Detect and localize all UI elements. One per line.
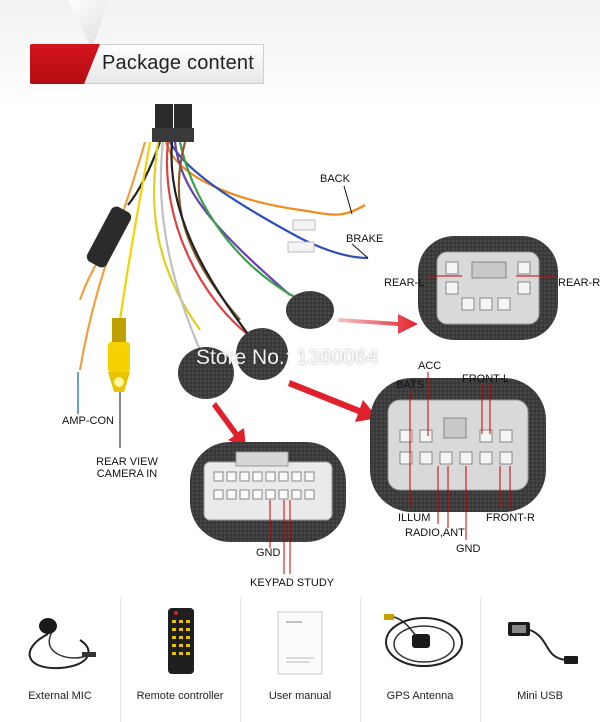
label-rear-view-line1: REAR VIEW — [96, 456, 158, 468]
accessory-remote: Remote controller — [120, 598, 240, 722]
accessory-divider — [360, 598, 361, 722]
accessory-mini-usb: Mini USB — [480, 598, 600, 722]
label-rear-r: REAR-R — [558, 277, 600, 289]
keypad-connector — [190, 442, 346, 574]
remote-icon — [168, 608, 194, 674]
accessory-divider — [240, 598, 241, 722]
usb-cable-icon — [508, 622, 578, 664]
accessory-label: User manual — [268, 690, 332, 702]
accessories-strip: External MIC Remote controller — [0, 598, 600, 722]
accessory-divider — [480, 598, 481, 722]
arrow-to-keypad-connector — [212, 402, 246, 448]
header-title-plate — [84, 44, 264, 84]
label-radio-ant: RADIO,ANT — [405, 527, 465, 539]
label-keypad-study: KEYPAD STUDY — [250, 577, 335, 589]
main-plug-foam — [236, 328, 288, 380]
page-title: Package content — [102, 52, 254, 74]
main-power-connector — [370, 372, 546, 540]
label-illum: ILLUM — [398, 512, 431, 524]
label-back: BACK — [320, 173, 350, 185]
accessory-user-manual: User manual — [240, 598, 360, 722]
label-amp-con: AMP-CON — [62, 415, 114, 427]
microphone-icon — [28, 618, 96, 670]
label-rear-view-line2: CAMERA IN — [96, 468, 158, 480]
accessory-external-mic: External MIC — [0, 598, 120, 722]
back-connector — [292, 219, 316, 231]
label-rear-view-camera: REAR VIEW CAMERA IN — [92, 456, 162, 480]
gps-antenna-icon — [384, 614, 463, 667]
rear-plug-foam — [286, 291, 334, 329]
keypad-plug-foam — [178, 347, 234, 399]
label-front-r: FRONT-R — [486, 512, 535, 524]
label-front-l: FRONT-L — [462, 373, 510, 385]
accessory-gps-antenna: GPS Antenna — [360, 598, 480, 722]
label-brake: BRAKE — [346, 233, 384, 245]
label-rear-l: REAR-L — [384, 277, 425, 289]
label-bats: BATS — [396, 379, 424, 391]
rca-camera-plug — [108, 318, 130, 392]
back-leader — [343, 185, 353, 215]
inline-fuse — [86, 206, 132, 268]
accessory-label: Mini USB — [517, 690, 563, 702]
arrow-to-main-connector — [288, 380, 378, 422]
label-gnd-keypad: GND — [256, 547, 281, 559]
arrow-to-rear-connector — [338, 314, 418, 334]
accessory-label: External MIC — [28, 690, 92, 702]
brake-connector — [287, 241, 315, 253]
store-watermark: Store No.: 1360064 — [196, 346, 379, 369]
manual-icon — [277, 611, 323, 675]
harness-top-plug — [152, 104, 194, 142]
accessory-label: GPS Antenna — [386, 690, 454, 702]
label-acc: ACC — [418, 360, 442, 372]
accessory-label: Remote controller — [136, 690, 224, 702]
wiring-harness-illustration — [77, 104, 558, 574]
label-gnd-main: GND — [456, 543, 481, 555]
accessory-divider — [120, 598, 121, 722]
rear-speaker-connector — [418, 236, 558, 340]
brake-leader — [351, 243, 369, 259]
